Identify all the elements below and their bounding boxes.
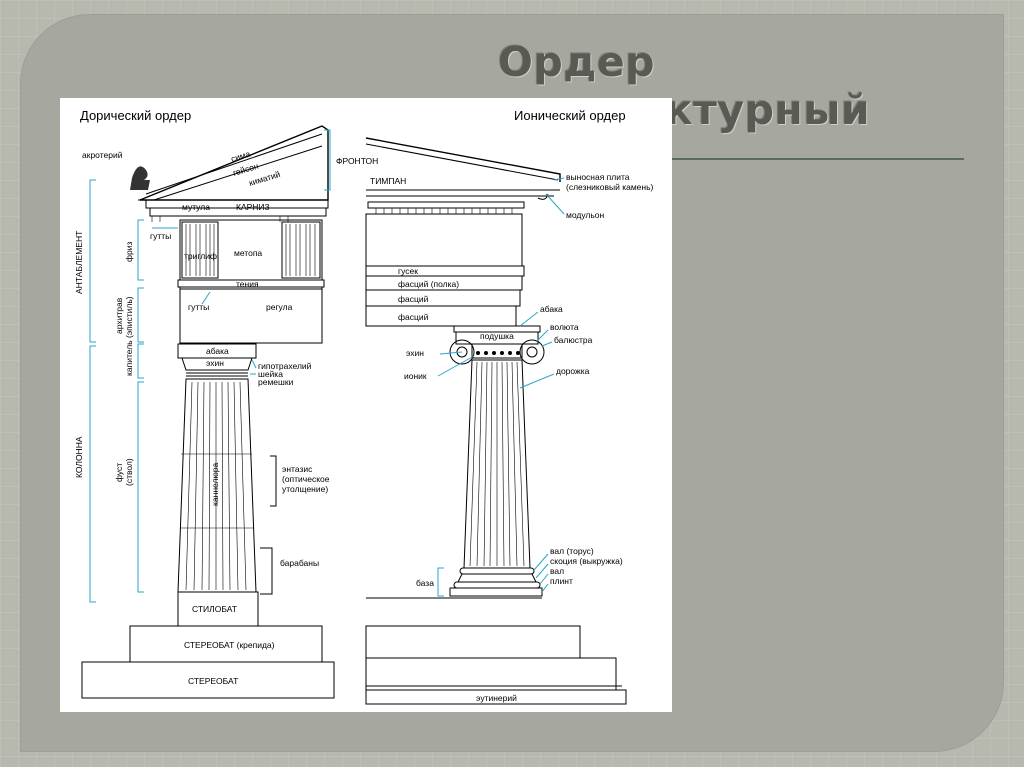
label-gusek: гусек — [398, 266, 418, 276]
label-abaka-ionic: абака — [540, 304, 563, 314]
label-fascii-3: фасций — [398, 312, 429, 322]
label-entazis-2: (оптическое — [282, 474, 330, 484]
label-abaka: абака — [206, 346, 229, 356]
label-karniz: КАРНИЗ — [236, 202, 270, 212]
doric-brackets — [89, 129, 331, 603]
label-remeshki: ремешки — [258, 377, 294, 387]
label-arkhitrav-1: архитрав — [114, 297, 124, 334]
label-entazis-3: утолщение) — [282, 484, 328, 494]
label-sheika: шейка — [258, 369, 283, 379]
label-teniya: тения — [236, 279, 259, 289]
label-arkhitrav-2: (эпистиль) — [124, 296, 134, 338]
label-akroterii: акротерий — [82, 150, 123, 160]
label-ekhin: эхин — [206, 358, 224, 368]
akroterii-icon — [130, 166, 150, 190]
architectural-orders-figure: Дорический ордер акротерий сима гейсон к… — [60, 98, 672, 712]
title-underline — [672, 158, 964, 160]
orders-diagram: Дорический ордер акротерий сима гейсон к… — [74, 108, 654, 705]
doric-order-drawing — [81, 125, 335, 699]
label-baza: база — [416, 578, 434, 588]
doric-heading: Дорический ордер — [80, 108, 191, 123]
label-baliustra: балюстра — [554, 335, 593, 345]
label-mutula: мутула — [182, 202, 210, 212]
label-kanneliura: каннелюра — [210, 462, 220, 506]
label-gutty-top: гутты — [150, 231, 171, 241]
label-skociya: скоция (выкружка) — [550, 556, 623, 566]
label-fust-1: фуст — [114, 463, 124, 482]
label-podushka: подушка — [480, 331, 514, 341]
label-stereobat: СТЕРЕОБАТ — [188, 676, 238, 686]
label-vynosnaya-2: (слезниковый камень) — [566, 182, 654, 192]
label-timpan: ТИМПАН — [370, 176, 406, 186]
label-dorozhka: дорожка — [556, 366, 590, 376]
label-metopa: метопа — [234, 248, 262, 258]
label-antablement: АНТАБЛЕМЕНТ — [74, 231, 84, 294]
label-vynosnaya-1: выносная плита — [566, 172, 630, 182]
ionic-labels: Ионический ордер ТИМПАН выносная плита (… — [370, 108, 654, 703]
label-barabany: барабаны — [280, 558, 319, 568]
label-kapitel: капитель — [124, 340, 134, 376]
label-friz: фриз — [124, 242, 134, 262]
label-ekhin-ionic: эхин — [406, 348, 424, 358]
label-val-torus: вал (торус) — [550, 546, 594, 556]
label-fust-2: (ствол) — [124, 458, 134, 486]
label-fronton: ФРОНТОН — [336, 156, 378, 166]
ionic-heading: Ионический ордер — [514, 108, 626, 123]
label-fascii-polka: фасций (полка) — [398, 279, 459, 289]
label-triglif: триглиф — [184, 251, 217, 261]
label-stereobat-krepida: СТЕРЕОБАТ (крепида) — [184, 640, 275, 650]
label-gipotrakhelii: гипотрахелий — [258, 361, 312, 371]
doric-labels: Дорический ордер акротерий сима гейсон к… — [74, 108, 378, 686]
label-stilobat: СТИЛОБАТ — [192, 604, 237, 614]
label-modulon: модульон — [566, 210, 605, 220]
label-eutinerii: эутинерий — [476, 693, 517, 703]
label-val: вал — [550, 566, 564, 576]
label-regula: регула — [266, 302, 293, 312]
ionic-order-drawing — [365, 137, 627, 705]
label-ionik: ионик — [404, 371, 427, 381]
label-kolonna: КОЛОННА — [74, 436, 84, 478]
label-gutty-bottom: гутты — [188, 302, 209, 312]
label-voluta: волюта — [550, 322, 579, 332]
label-fascii-2: фасций — [398, 294, 429, 304]
label-entazis-1: энтазис — [282, 464, 313, 474]
label-plint: плинт — [550, 576, 573, 586]
